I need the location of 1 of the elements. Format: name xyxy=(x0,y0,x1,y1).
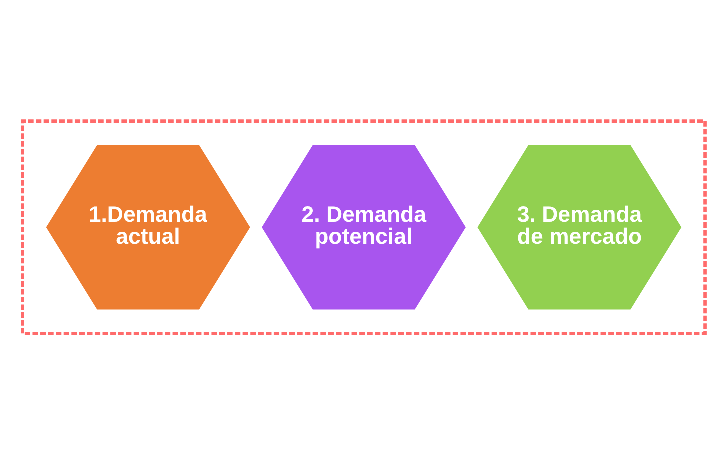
cluster xyxy=(21,120,707,336)
